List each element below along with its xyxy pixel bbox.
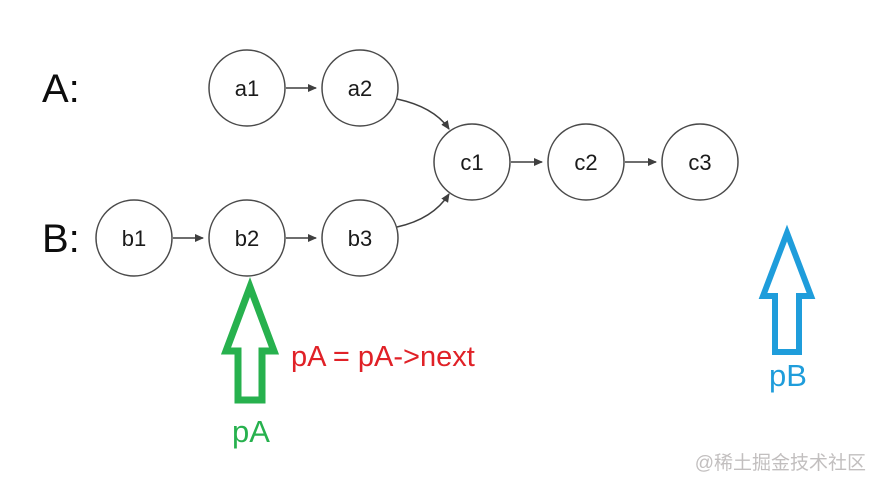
edge-a2-c1 [396, 98, 450, 130]
node-a2-label: a2 [348, 76, 372, 101]
node-b3-circle [321, 199, 399, 277]
node-b2: b2 [208, 199, 286, 277]
node-b3: b3 [321, 199, 399, 277]
watermark: @稀土掘金技术社区 [695, 452, 866, 474]
node-b2-circle [208, 199, 286, 277]
edge-b3-c1 [396, 193, 450, 228]
node-c2-label: c2 [574, 150, 597, 175]
node-c3: c3 [661, 123, 739, 201]
node-a1: a1 [208, 49, 286, 127]
node-b3-label: b3 [348, 226, 372, 251]
node-b2-label: b2 [235, 226, 259, 251]
list-a-label: A: [42, 67, 80, 111]
pa-pointer-up-arrow-icon [220, 277, 280, 404]
node-c1-label: c1 [460, 150, 483, 175]
pb-pointer-label: pB [769, 358, 807, 393]
node-c2-circle [547, 123, 625, 201]
pa-next-annotation: pA = pA->next [291, 341, 475, 373]
node-c2: c2 [547, 123, 625, 201]
node-c1: c1 [433, 123, 511, 201]
node-c3-circle [661, 123, 739, 201]
node-a1-circle [208, 49, 286, 127]
pb-pointer-up-arrow-icon [758, 224, 816, 355]
node-c1-circle [433, 123, 511, 201]
node-b1-circle [95, 199, 173, 277]
node-b1: b1 [95, 199, 173, 277]
node-a1-label: a1 [235, 76, 259, 101]
node-a2-circle [321, 49, 399, 127]
pa-pointer-label: pA [232, 414, 270, 449]
node-b1-label: b1 [122, 226, 146, 251]
node-a2: a2 [321, 49, 399, 127]
list-b-label: B: [42, 217, 80, 261]
node-c3-label: c3 [688, 150, 711, 175]
